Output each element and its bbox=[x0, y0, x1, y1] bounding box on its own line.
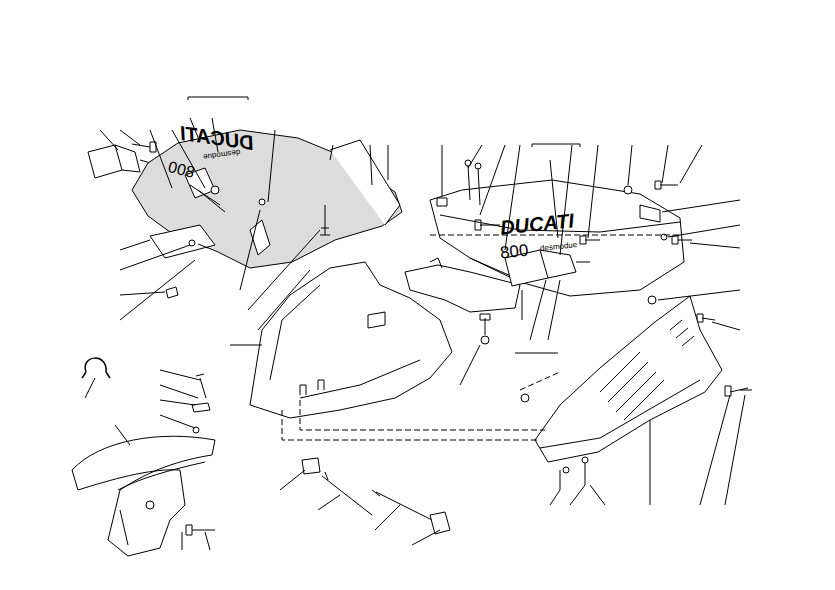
spacer bbox=[302, 458, 320, 474]
washer bbox=[259, 199, 265, 205]
side-panel bbox=[535, 296, 722, 462]
rod bbox=[372, 490, 432, 520]
screw bbox=[580, 236, 600, 244]
rod bbox=[322, 472, 372, 515]
tab bbox=[430, 258, 442, 268]
screw bbox=[475, 220, 500, 230]
duct bbox=[330, 140, 400, 225]
screw bbox=[320, 205, 330, 235]
wire bbox=[468, 165, 480, 205]
tail-section bbox=[430, 180, 684, 296]
assembly-line bbox=[282, 235, 680, 440]
cap bbox=[430, 512, 450, 534]
bolt bbox=[132, 142, 156, 152]
wire bbox=[190, 185, 225, 212]
clip bbox=[166, 287, 178, 298]
clip bbox=[82, 358, 110, 378]
decal-number: 800 bbox=[499, 242, 529, 262]
leader-line bbox=[85, 118, 752, 550]
bracket bbox=[532, 144, 580, 147]
bracket-plate bbox=[150, 225, 215, 258]
washer bbox=[211, 186, 219, 194]
front-fender bbox=[72, 436, 215, 556]
tail-cowl bbox=[132, 130, 402, 268]
bracket bbox=[515, 353, 558, 354]
bracket bbox=[188, 97, 248, 100]
screw bbox=[560, 462, 585, 490]
